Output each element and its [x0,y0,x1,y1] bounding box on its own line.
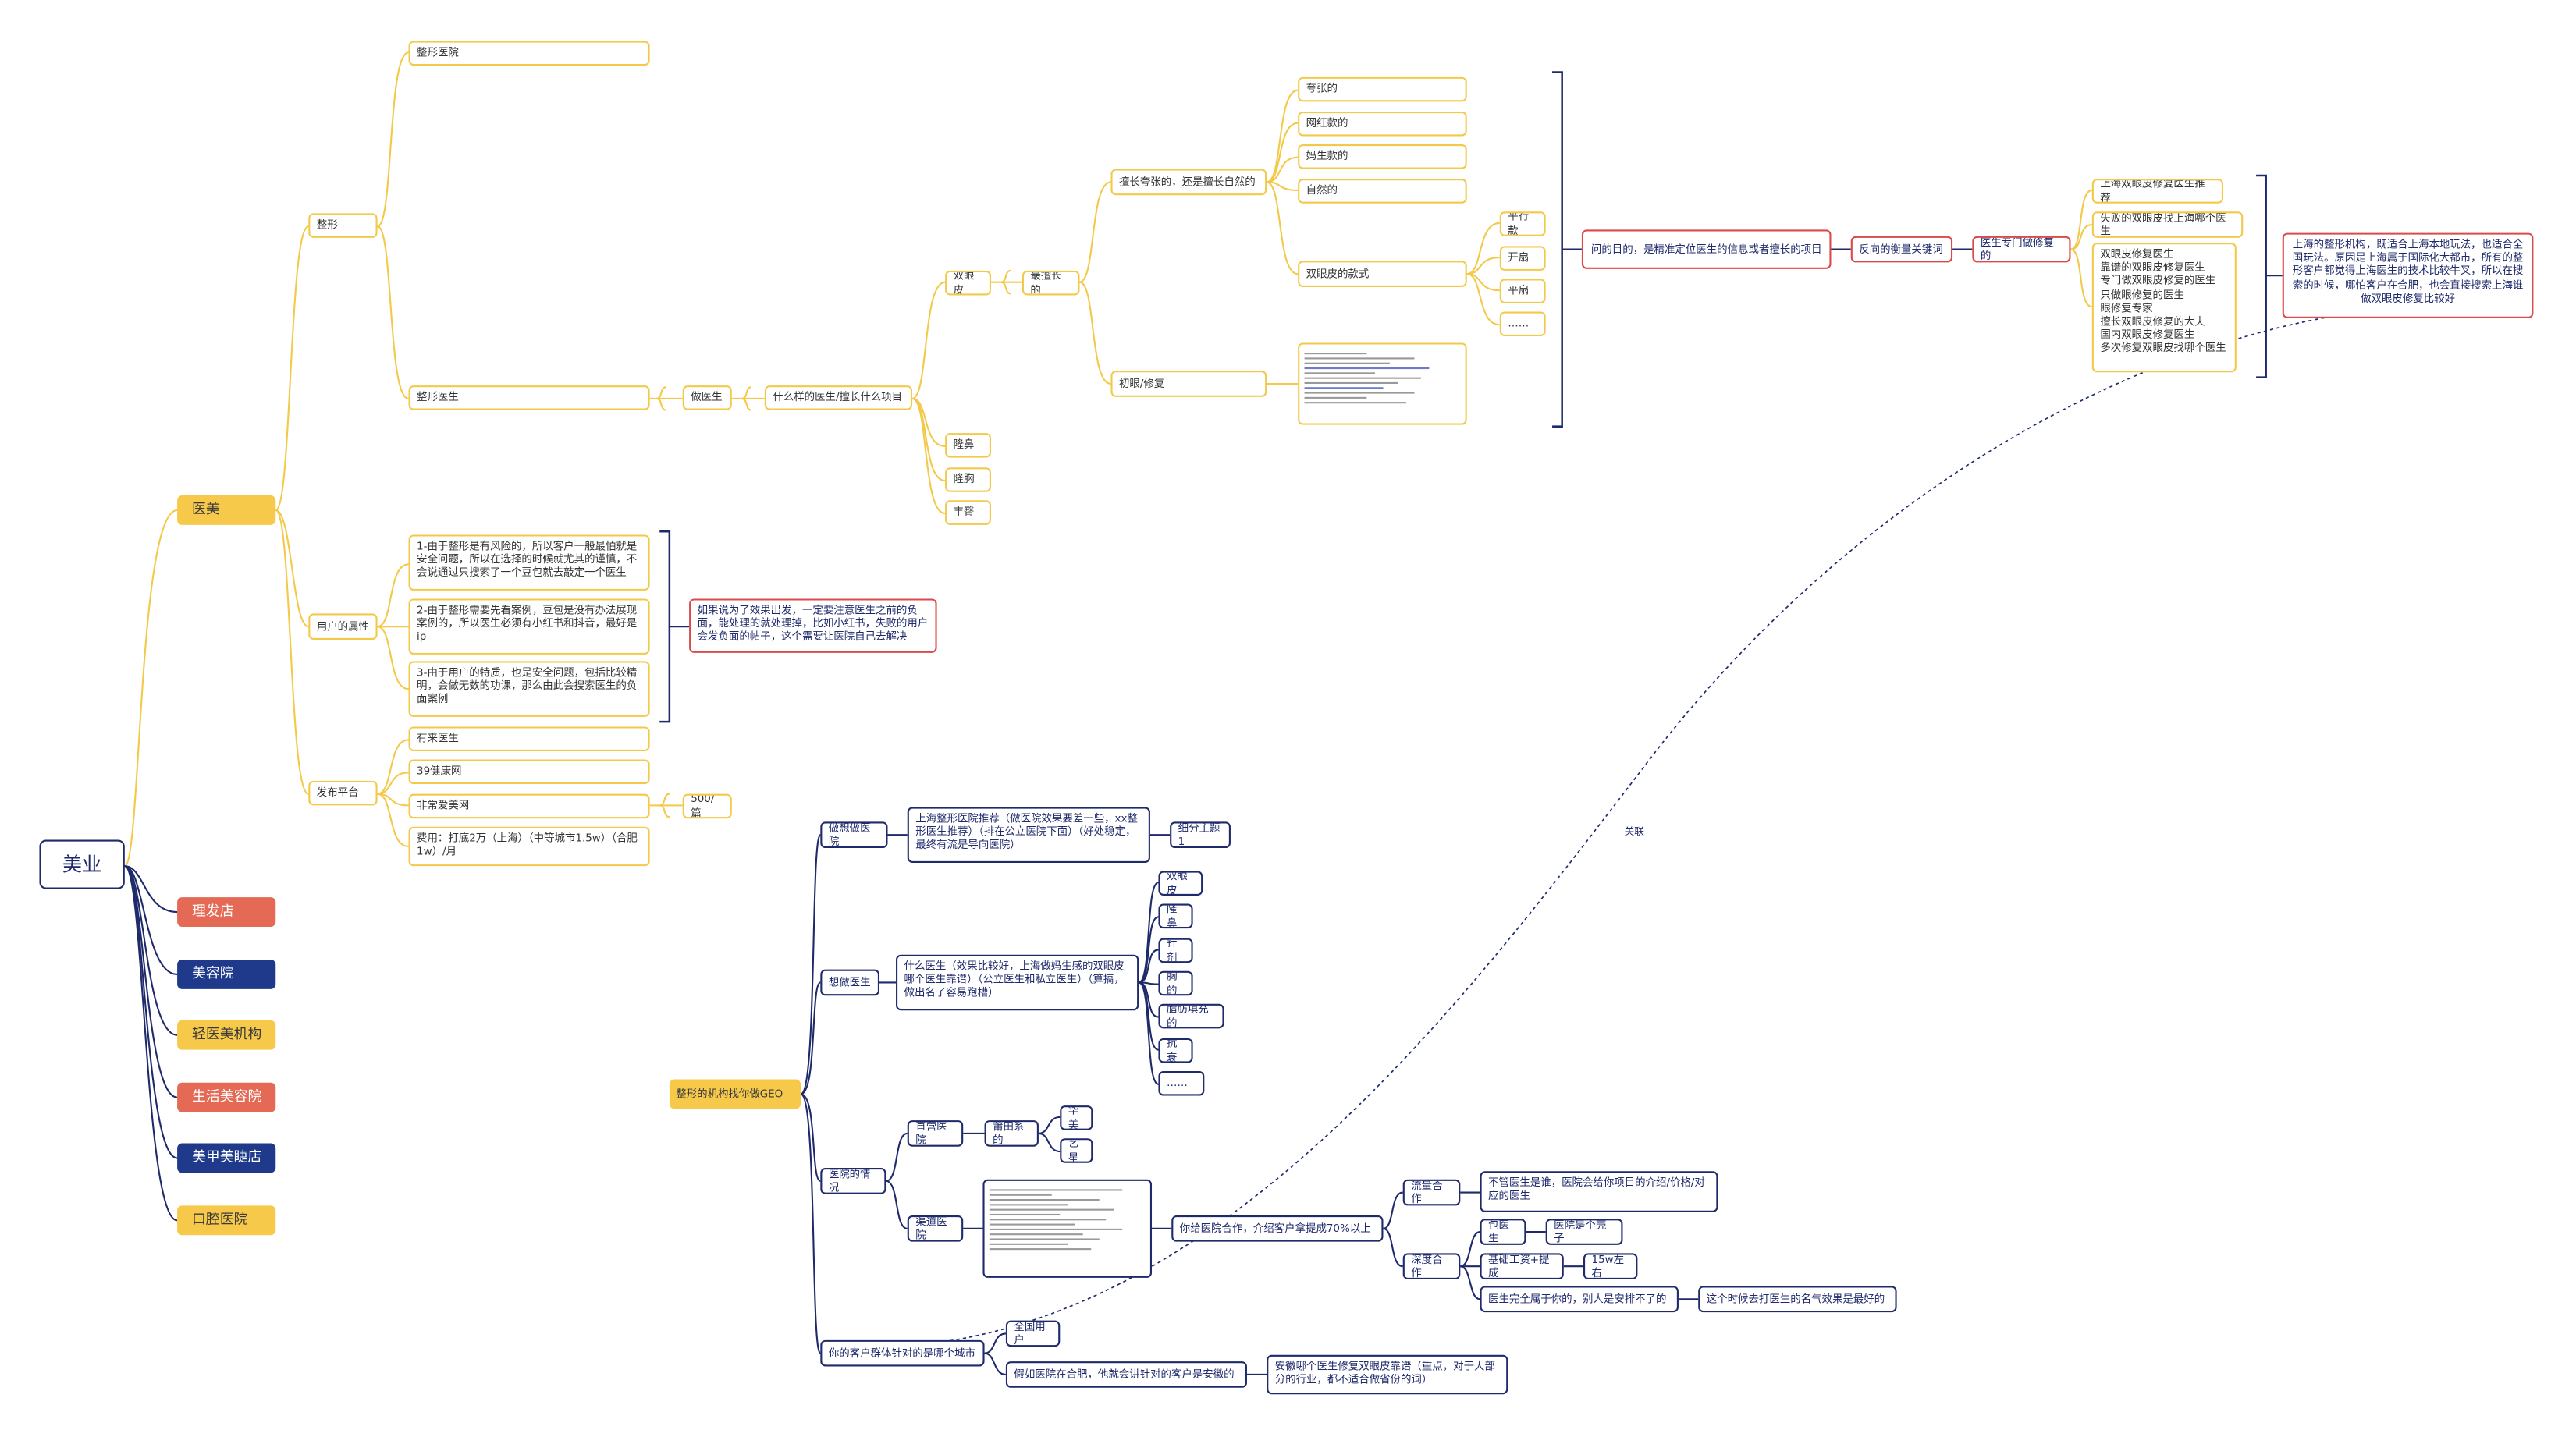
node-shenmeyang-yisheng[interactable]: 什么样的医生/擅长什么项目 [764,385,913,410]
node-quanguo[interactable]: 全国用户 [1005,1320,1061,1347]
node-jichu-gongzi[interactable]: 基础工资+提成 [1480,1253,1564,1280]
node-anhui[interactable]: 安徽哪个医生修复双眼皮靠谱（重点，对于大部分的行业，都不适合做省份的词） [1267,1354,1508,1395]
node-bao-yisheng[interactable]: 包医生 [1480,1219,1526,1245]
category-qingyimei[interactable]: 轻医美机构 [177,1020,276,1050]
node-shendu[interactable]: 深度合作 [1402,1253,1461,1280]
item-shuangyanpi[interactable]: 双眼皮 [1158,871,1203,896]
node-zhengxing-yisheng[interactable]: 整形医生 [408,385,650,410]
node-longxiong[interactable]: 隆胸 [945,467,991,492]
node-keyword-1[interactable]: 上海双眼皮修复医生推荐 [2091,179,2224,204]
note-shanghai[interactable]: 上海的整形机构，既适合上海本地玩法，也适合全国玩法。原因是上海属于国际化大都市，… [2282,232,2534,318]
node-yiyuan-kezi[interactable]: 医院是个壳子 [1545,1219,1623,1245]
node-pingshan[interactable]: 平扇 [1499,279,1546,303]
platform-price[interactable]: 500/篇 [682,793,732,819]
root-node[interactable]: 美业 [39,839,125,889]
node-xifen[interactable]: 细分主题1 [1170,821,1231,849]
node-attribute-3[interactable]: 3-由于用户的特质，也是安全问题，包括比较精明，会做无数的功课，那么由此会搜索医… [408,661,650,717]
node-mingqi[interactable]: 这个时候去打医生的名气效果是最好的 [1698,1286,1897,1313]
node-kaishan[interactable]: 开扇 [1499,246,1546,271]
node-longbi[interactable]: 隆鼻 [945,433,991,458]
node-kuanshi[interactable]: 双眼皮的款式 [1298,261,1467,287]
platform-youlai[interactable]: 有来医生 [408,726,650,751]
node-fengtun[interactable]: 丰臀 [945,500,991,525]
node-yixing[interactable]: 艺星 [1060,1138,1093,1163]
node-fanxiang-keyword[interactable]: 反向的衡量关键词 [1850,236,1953,263]
note-wenti-mudi[interactable]: 问的目的，是精准定位医生的信息或者擅长的项目 [1581,229,1832,269]
note-attribute[interactable]: 如果说为了效果出发，一定要注意医生之前的负面，能处理的就处理掉，比如小红书，失败… [689,598,937,653]
node-kehu-city[interactable]: 你的客户群体针对的是哪个城市 [820,1339,985,1367]
node-hezuo[interactable]: 你给医院合作，介绍客户拿提成70%以上 [1171,1215,1384,1242]
category-kouqiang[interactable]: 口腔医院 [177,1205,276,1236]
node-15w[interactable]: 15w左右 [1583,1253,1638,1280]
node-xiufu-doctor[interactable]: 医生专门做修复的 [1972,236,2071,263]
node-wanghong[interactable]: 网红款的 [1298,111,1467,137]
node-zhengxing-yiyuan[interactable]: 整形医院 [408,41,650,66]
node-buguan[interactable]: 不管医生是谁，医院会给你项目的介绍/价格/对应的医生 [1480,1171,1718,1212]
category-shenghuo-meirong[interactable]: 生活美容院 [177,1082,276,1112]
node-keyword-list[interactable]: 双眼皮修复医生 靠谱的双眼皮修复医生 专门做双眼皮修复的医生 只做眼修复的医生 … [2091,243,2237,373]
node-huamei[interactable]: 华美 [1060,1105,1093,1130]
node-kuazhang[interactable]: 夸张的 [1298,76,1467,102]
node-ziran[interactable]: 自然的 [1298,179,1467,204]
embedded-note-image [1298,342,1467,425]
node-yonghu-shuxing[interactable]: 用户的属性 [308,613,378,640]
node-zuo-yisheng[interactable]: 做医生 [682,385,732,410]
category-meijia[interactable]: 美甲美睫店 [177,1143,276,1173]
platform-39[interactable]: 39健康网 [408,759,650,785]
node-geo[interactable]: 整形的机构找你做GEO [669,1079,801,1109]
node-wanquan[interactable]: 医生完全属于你的，别人是安排不了的 [1480,1286,1679,1313]
node-attribute-1[interactable]: 1-由于整形是有风险的，所以客户一般最怕就是安全问题，所以在选择的时候就尤其的谨… [408,534,650,591]
item-kangshuai[interactable]: 抗衰 [1158,1038,1193,1063]
item-more[interactable]: …… [1158,1070,1205,1096]
node-sh-rec[interactable]: 上海整形医院推荐（做医院效果要差一些，xx整形医生推荐）（排在公立医院下面）（好… [907,807,1150,863]
node-zhiying[interactable]: 直营医院 [907,1120,964,1147]
node-pingxing[interactable]: 平行款 [1499,211,1546,236]
node-keyword-2[interactable]: 失败的双眼皮找上海哪个医生 [2091,211,2244,238]
category-meirongyuan[interactable]: 美容院 [177,960,276,989]
node-xiang-yisheng[interactable]: 想做医生 [820,969,879,996]
node-zui-shanchang[interactable]: 最擅长的 [1022,270,1080,296]
item-zhifang[interactable]: 脂肪填充的 [1158,1003,1224,1029]
relation-label[interactable]: 关联 [1621,823,1648,839]
node-more-styles[interactable]: …… [1499,311,1546,337]
node-qudao[interactable]: 渠道医院 [907,1215,964,1242]
item-longbi[interactable]: 隆鼻 [1158,903,1193,929]
node-kuazhang-question[interactable]: 擅长夸张的，还是擅长自然的 [1110,169,1267,196]
node-mashengkuan[interactable]: 妈生款的 [1298,144,1467,169]
node-attribute-2[interactable]: 2-由于整形需要先看案例，豆包是没有办法展现案例的，所以医生必须有小红书和抖音，… [408,598,650,655]
embedded-qudao-image [982,1179,1153,1278]
category-yimei[interactable]: 医美 [177,495,276,525]
platform-feichangaimei[interactable]: 非常爱美网 [408,793,650,819]
item-xiong[interactable]: 胸的 [1158,970,1193,996]
node-putian[interactable]: 莆田系的 [984,1120,1039,1147]
node-zhengxing[interactable]: 整形 [308,213,378,238]
node-good-doctor[interactable]: 什么医生（效果比较好，上海做妈生感的双眼皮哪个医生靠谱）（公立医生和私立医生）（… [896,954,1139,1011]
platform-cost[interactable]: 费用：打底2万（上海）（中等城市1.5w）（合肥1w）/月 [408,826,650,867]
node-fabu-pingtai[interactable]: 发布平台 [308,780,378,806]
node-liuliang[interactable]: 流量合作 [1402,1179,1461,1206]
category-lifadian[interactable]: 理发店 [177,897,276,927]
item-zhenji[interactable]: 针剂 [1158,938,1193,963]
node-shuangyanpi[interactable]: 双眼皮 [945,270,991,296]
node-chuyan-xiufu[interactable]: 初眼/修复 [1110,371,1267,397]
node-xiang-yiyuan[interactable]: 做想做医院 [820,821,888,849]
node-hefei[interactable]: 假如医院在合肥，他就会讲针对的客户是安徽的 [1005,1361,1247,1388]
node-yiyuan-qingkuang[interactable]: 医院的情况 [820,1168,886,1194]
